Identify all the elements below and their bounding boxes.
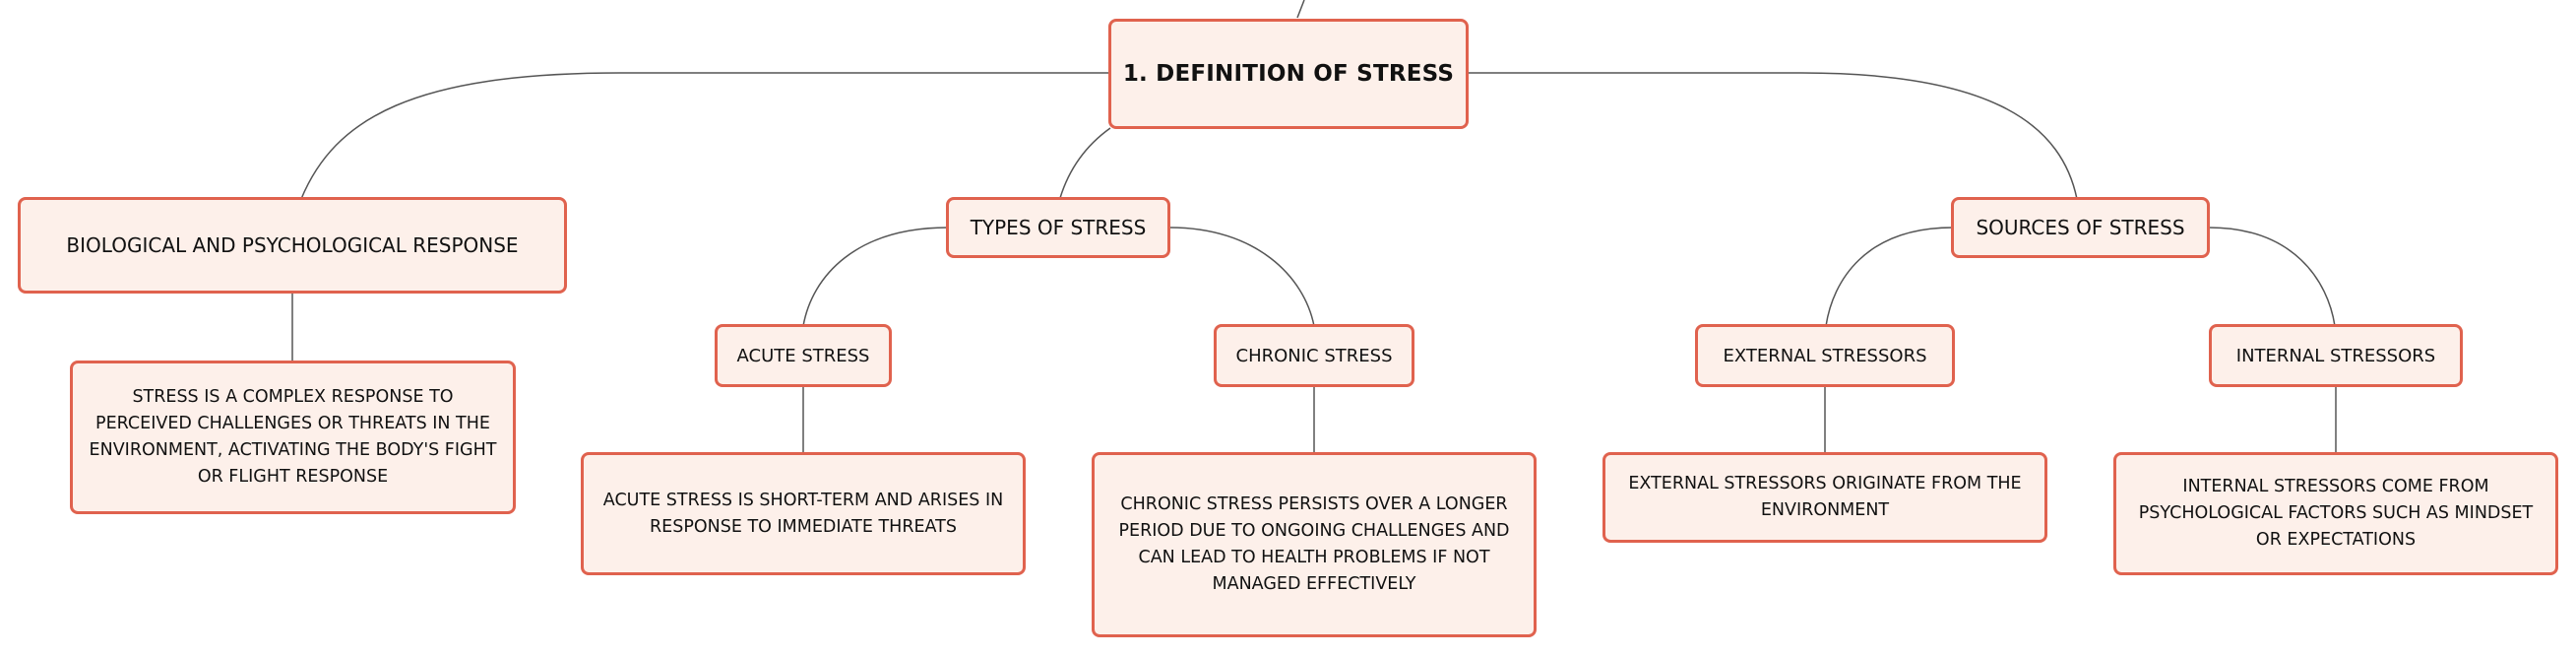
connector-types-to-chronic — [1169, 227, 1315, 327]
connector-root-to-sources — [1469, 72, 2078, 200]
acute-node[interactable]: ACUTE STRESS — [715, 324, 892, 387]
types-label: TYPES OF STRESS — [970, 216, 1147, 239]
connector-types-to-acute — [802, 227, 949, 327]
sources-label: SOURCES OF STRESS — [1976, 216, 2185, 239]
acute-description: ACUTE STRESS IS SHORT-TERM AND ARISES IN… — [602, 490, 1004, 537]
bio-node[interactable]: BIOLOGICAL AND PSYCHOLOGICAL RESPONSE — [18, 197, 567, 294]
chronic-description: CHRONIC STRESS PERSISTS OVER A LONGER PE… — [1118, 494, 1510, 594]
chronic-label: CHRONIC STRESS — [1235, 345, 1393, 366]
chronic-node[interactable]: CHRONIC STRESS — [1214, 324, 1414, 387]
internal-node[interactable]: INTERNAL STRESSORS — [2209, 324, 2463, 387]
external-label: EXTERNAL STRESSORS — [1723, 345, 1927, 366]
connector-sources-to-external — [1825, 227, 1954, 327]
root-node[interactable]: 1. DEFINITION OF STRESS — [1108, 19, 1469, 129]
sources-node[interactable]: SOURCES OF STRESS — [1951, 197, 2210, 258]
connector-from-parent — [1296, 0, 1305, 19]
external-description-node[interactable]: EXTERNAL STRESSORS ORIGINATE FROM THE EN… — [1602, 452, 2047, 543]
internal-label: INTERNAL STRESSORS — [2235, 345, 2436, 366]
external-node[interactable]: EXTERNAL STRESSORS — [1695, 324, 1955, 387]
connector-root-to-types — [1059, 127, 1111, 199]
types-node[interactable]: TYPES OF STRESS — [946, 197, 1170, 258]
bio-label: BIOLOGICAL AND PSYCHOLOGICAL RESPONSE — [66, 233, 519, 257]
bio-description: STRESS IS A COMPLEX RESPONSE TO PERCEIVE… — [89, 387, 497, 487]
internal-description: INTERNAL STRESSORS COME FROM PSYCHOLOGIC… — [2138, 477, 2534, 550]
connector-root-to-bio — [300, 72, 1108, 200]
acute-label: ACUTE STRESS — [736, 345, 870, 366]
external-description: EXTERNAL STRESSORS ORIGINATE FROM THE EN… — [1628, 474, 2022, 520]
chronic-description-node[interactable]: CHRONIC STRESS PERSISTS OVER A LONGER PE… — [1092, 452, 1537, 637]
internal-description-node[interactable]: INTERNAL STRESSORS COME FROM PSYCHOLOGIC… — [2113, 452, 2558, 575]
connector-sources-to-internal — [2208, 227, 2336, 327]
acute-description-node[interactable]: ACUTE STRESS IS SHORT-TERM AND ARISES IN… — [581, 452, 1026, 575]
root-label: 1. DEFINITION OF STRESS — [1122, 61, 1455, 87]
bio-description-node[interactable]: STRESS IS A COMPLEX RESPONSE TO PERCEIVE… — [70, 361, 516, 514]
